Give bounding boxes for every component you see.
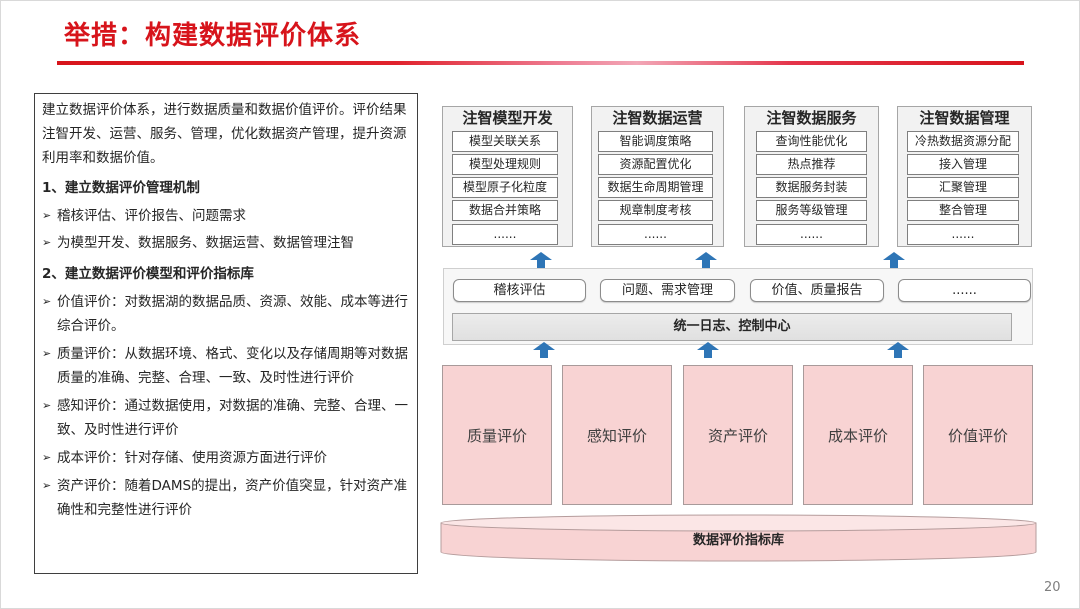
bullet-arrowhead-icon: ➢ xyxy=(42,236,52,249)
bullet-item: ➢ 质量评价：从数据环境、格式、变化以及存储周期等对数据 质量的准确、完整、合理… xyxy=(42,342,408,390)
capability-audit-assessment: 稽核评估 xyxy=(453,279,586,302)
bullet-arrowhead-icon: ➢ xyxy=(42,347,52,360)
bullet-item-text: 资产评价：随着DAMS的提出，资产价值突显，针对资产准 xyxy=(57,478,408,494)
bullet-item-text: 价值评价：对数据湖的数据品质、资源、效能、成本等进行 xyxy=(57,294,408,310)
panel-item: 模型原子化粒度 xyxy=(452,177,558,198)
evaluation-model-label: 资产评价 xyxy=(707,426,768,445)
panel-item: 冷热数据资源分配 xyxy=(907,131,1019,152)
evaluation-model-label: 质量评价 xyxy=(466,426,527,445)
panel-title: 注智数据服务 xyxy=(766,109,857,127)
index-library-cylinder xyxy=(440,514,1037,562)
evaluation-model-quality: 质量评价 xyxy=(442,365,552,505)
bullet-item: ➢ 为模型开发、数据服务、数据运营、数据管理注智 xyxy=(42,231,354,255)
bullet-arrowhead-icon: ➢ xyxy=(42,295,52,308)
bullet-item-text: 确性和完整性进行评价 xyxy=(57,502,192,518)
bullet-item: ➢ 感知评价：通过数据使用，对数据的准确、完整、合理、一 致、及时性进行评价 xyxy=(42,394,408,442)
panel-title: 注智数据运营 xyxy=(612,109,703,127)
panel-model-development: 注智模型开发 模型关联关系 模型处理规则 模型原子化粒度 数据合并策略 ....… xyxy=(442,106,573,247)
intro-paragraph: 建立数据评价体系，进行数据质量和数据价值评价。评价结果 注智开发、运营、服务、管… xyxy=(42,98,407,170)
panel-data-management: 注智数据管理 冷热数据资源分配 接入管理 汇聚管理 整合管理 ...... xyxy=(897,106,1032,247)
panel-data-service: 注智数据服务 查询性能优化 热点推荐 数据服务封装 服务等级管理 ...... xyxy=(744,106,879,247)
panel-item: 整合管理 xyxy=(907,200,1019,221)
intro-line: 注智开发、运营、服务、管理，优化数据资产管理，提升资源 xyxy=(42,126,407,142)
index-library-label: 数据评价指标库 xyxy=(692,533,784,548)
panel-item: 查询性能优化 xyxy=(756,131,867,152)
up-arrow-icon xyxy=(533,342,555,358)
evaluation-model-label: 价值评价 xyxy=(947,426,1008,445)
bullet-item-text: 稽核评估、评价报告、问题需求 xyxy=(57,208,246,224)
panel-item: 数据生命周期管理 xyxy=(598,177,713,198)
bullet-item-text: 质量评价：从数据环境、格式、变化以及存储周期等对数据 xyxy=(57,346,408,362)
page-number: 20 xyxy=(1044,580,1061,595)
panel-item: 数据合并策略 xyxy=(452,200,558,221)
up-arrow-icon xyxy=(695,252,717,268)
bullet-item-text: 成本评价：针对存储、使用资源方面进行评价 xyxy=(57,450,327,466)
panel-item: ...... xyxy=(598,224,713,245)
title-divider xyxy=(57,61,1024,65)
capability-issue-requirement-management: 问题、需求管理 xyxy=(600,279,735,302)
panel-item: ...... xyxy=(756,224,867,245)
capability-value-quality-report: 价值、质量报告 xyxy=(750,279,884,302)
evaluation-service-layer: 稽核评估 问题、需求管理 价值、质量报告 ...... 统一日志、控制中心 xyxy=(443,268,1033,345)
panel-item: 汇聚管理 xyxy=(907,177,1019,198)
up-arrow-icon xyxy=(883,252,905,268)
up-arrow-icon xyxy=(530,252,552,268)
bullet-item: ➢ 资产评价：随着DAMS的提出，资产价值突显，针对资产准 确性和完整性进行评价 xyxy=(42,474,407,522)
evaluation-model-label: 成本评价 xyxy=(827,426,888,445)
panel-item: 模型处理规则 xyxy=(452,154,558,175)
evaluation-model-asset: 资产评价 xyxy=(683,365,793,505)
panel-item: 服务等级管理 xyxy=(756,200,867,221)
bullet-item-text: 综合评价。 xyxy=(57,318,125,334)
bullet-arrowhead-icon: ➢ xyxy=(42,399,52,412)
panel-data-operations: 注智数据运营 智能调度策略 资源配置优化 数据生命周期管理 规章制度考核 ...… xyxy=(591,106,724,247)
bullet-item: ➢ 成本评价：针对存储、使用资源方面进行评价 xyxy=(42,446,327,470)
bullet-arrowhead-icon: ➢ xyxy=(42,451,52,464)
bullet-arrowhead-icon: ➢ xyxy=(42,479,52,492)
slide-title: 举措：构建数据评价体系 xyxy=(64,21,362,51)
panel-item: ...... xyxy=(452,224,558,245)
up-arrow-icon xyxy=(887,342,909,358)
panel-item: 热点推荐 xyxy=(756,154,867,175)
panel-title: 注智数据管理 xyxy=(919,109,1010,127)
bullet-item: ➢ 价值评价：对数据湖的数据品质、资源、效能、成本等进行 综合评价。 xyxy=(42,290,408,338)
evaluation-model-value: 价值评价 xyxy=(923,365,1033,505)
bullet-item-text: 为模型开发、数据服务、数据运营、数据管理注智 xyxy=(57,235,354,251)
evaluation-model-label: 感知评价 xyxy=(586,426,647,445)
bullet-arrowhead-icon: ➢ xyxy=(42,209,52,222)
panel-item: 规章制度考核 xyxy=(598,200,713,221)
unified-log-control-center: 统一日志、控制中心 xyxy=(452,313,1012,341)
bullet-item-text: 感知评价：通过数据使用，对数据的准确、完整、合理、一 xyxy=(57,398,408,414)
panel-item: 数据服务封装 xyxy=(756,177,867,198)
bullet-item: ➢ 稽核评估、评价报告、问题需求 xyxy=(42,204,246,228)
panel-item: 接入管理 xyxy=(907,154,1019,175)
panel-item: 模型关联关系 xyxy=(452,131,558,152)
capability-more: ...... xyxy=(898,279,1031,302)
up-arrow-icon xyxy=(697,342,719,358)
bullet-item-text: 致、及时性进行评价 xyxy=(57,422,179,438)
section-heading-evaluation-model: 2、建立数据评价模型和评价指标库 xyxy=(42,266,254,282)
panel-item: 资源配置优化 xyxy=(598,154,713,175)
panel-title: 注智模型开发 xyxy=(462,109,553,127)
panel-item: 智能调度策略 xyxy=(598,131,713,152)
panel-item: ...... xyxy=(907,224,1019,245)
intro-line: 建立数据评价体系，进行数据质量和数据价值评价。评价结果 xyxy=(42,102,407,118)
evaluation-model-perception: 感知评价 xyxy=(562,365,672,505)
section-heading-management-mechanism: 1、建立数据评价管理机制 xyxy=(42,180,200,196)
evaluation-model-cost: 成本评价 xyxy=(803,365,913,505)
intro-line: 利用率和数据价值。 xyxy=(42,150,164,166)
description-panel: 建立数据评价体系，进行数据质量和数据价值评价。评价结果 注智开发、运营、服务、管… xyxy=(34,93,418,574)
bullet-item-text: 质量的准确、完整、合理、一致、及时性进行评价 xyxy=(57,370,354,386)
